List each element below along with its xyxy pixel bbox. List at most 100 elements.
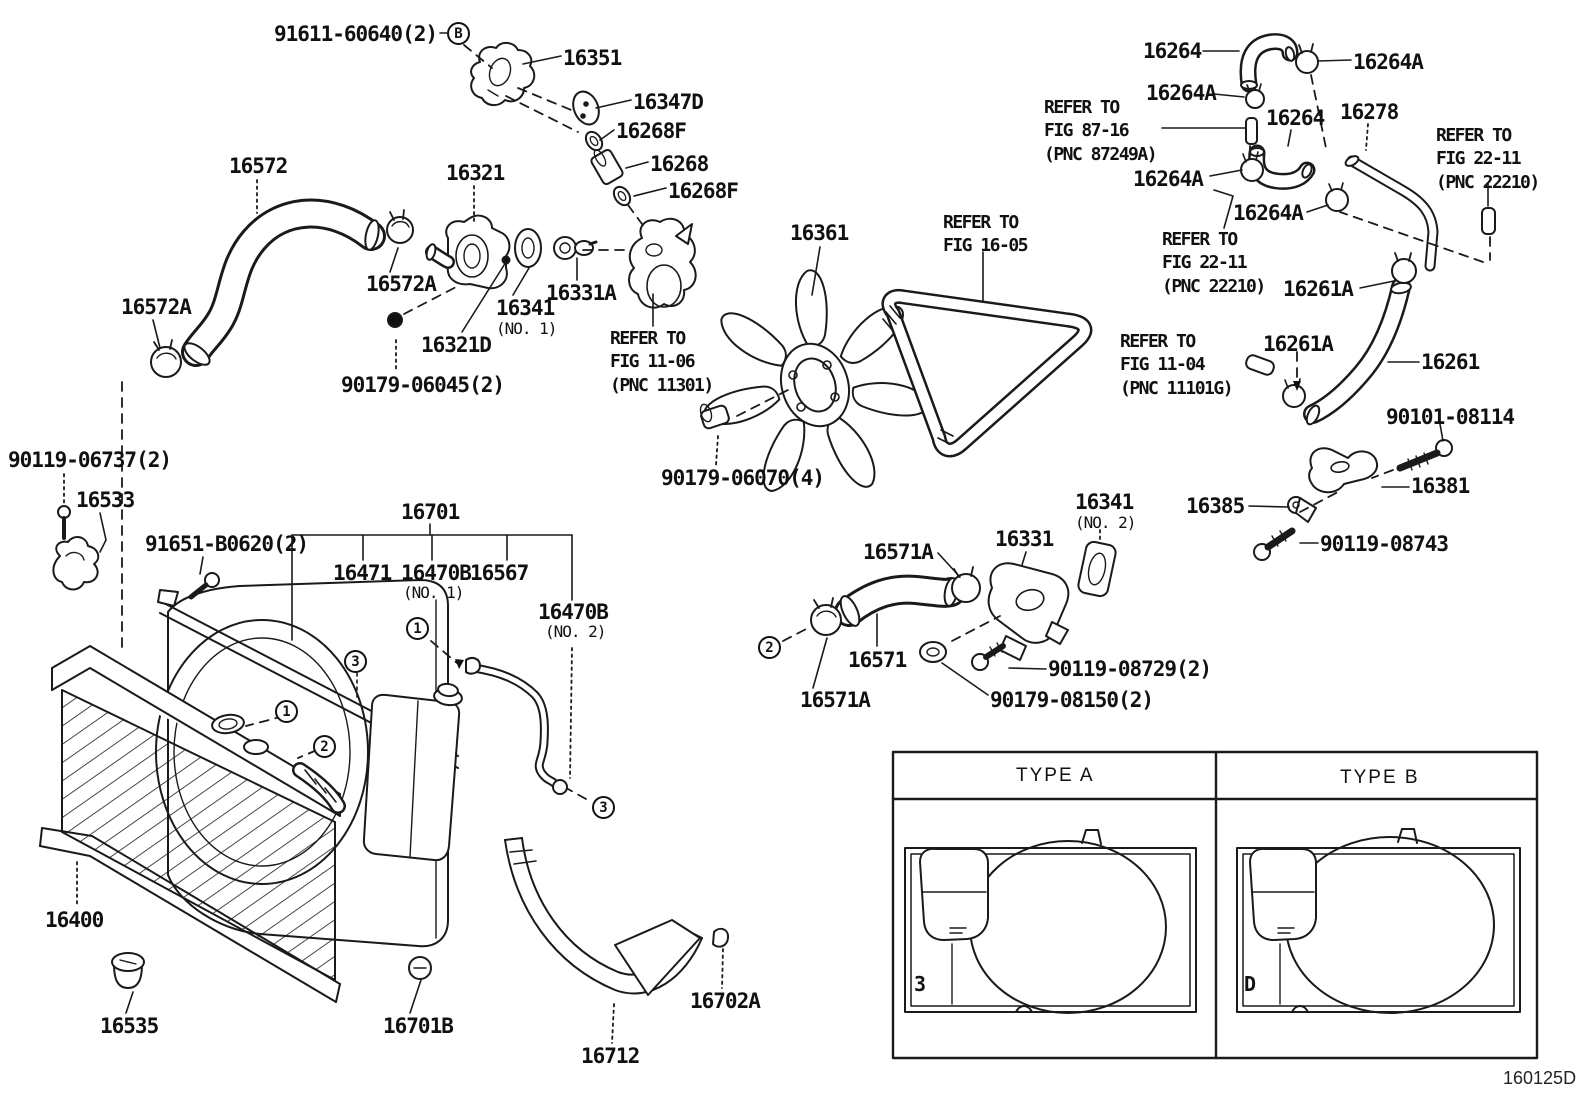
- part-label-16471: 16471: [333, 561, 392, 585]
- part-label-16341-no2: 16341: [1075, 490, 1134, 514]
- water-bypass-16351-drawing: [470, 42, 632, 207]
- part-label-16264a-2: 16264A: [1146, 81, 1217, 105]
- gasket-16341-no2: [1077, 540, 1117, 598]
- callout-circle-2b: 2: [758, 636, 781, 659]
- part-label-16385: 16385: [1186, 494, 1245, 518]
- ref-fig-11-06: REFER TO FIG 11-06 (PNC 11301): [610, 328, 714, 396]
- water-inlet-16331-drawing: [810, 540, 1117, 671]
- part-label-16351: 16351: [563, 46, 622, 70]
- part-label-90179-06070: 90179-06070(4): [661, 466, 825, 490]
- clip-16702a: [712, 927, 730, 948]
- joint-16268: [590, 148, 624, 186]
- callout-circle-3a: 3: [344, 650, 367, 673]
- part-label-16571: 16571: [848, 648, 907, 672]
- ref-fig-22-11-right: REFER TO FIG 22-11 (PNC 22210): [1436, 125, 1540, 193]
- arrowhead-16261a: [1293, 381, 1301, 391]
- bracket-16381-drawing: [1253, 439, 1453, 561]
- table-header-type-b: TYPE B: [1340, 767, 1420, 788]
- gasket-16268f-lower: [612, 185, 632, 207]
- ref-fig-22-11-left: REFER TO FIG 22-11 (PNC 22210): [1162, 229, 1266, 297]
- part-label-16264-upper: 16264: [1143, 39, 1202, 63]
- ref-fig-16-05: REFER TO FIG 16-05: [943, 212, 1029, 257]
- part-label-16361: 16361: [790, 221, 849, 245]
- part-label-91611-60640: 91611-60640(2): [274, 22, 438, 46]
- part-label-90119-06737: 90119-06737(2): [8, 448, 172, 472]
- drive-belt-drawing: [881, 288, 1093, 458]
- callout-2a-text: 2: [320, 738, 329, 755]
- part-label-90179-08150: 90179-08150(2): [990, 688, 1154, 712]
- table-marker-a: 3: [914, 972, 927, 996]
- note-no1: (NO. 1): [496, 319, 557, 338]
- part-label-16567: 16567: [470, 561, 529, 585]
- lower-shroud-drawing: [504, 837, 730, 996]
- part-label-16268: 16268: [650, 152, 709, 176]
- part-label-16264-lower: 16264: [1266, 106, 1325, 130]
- part-label-16572a-upper: 16572A: [366, 272, 437, 296]
- radiator-drawing: [39, 645, 346, 1003]
- thermostat-16331a: [553, 236, 577, 260]
- part-label-16321d: 16321D: [421, 333, 492, 357]
- bolt-90179-06045: [387, 312, 403, 328]
- water-outlet-16321-drawing: [387, 214, 598, 328]
- upper-hose-16572-drawing: [150, 198, 414, 378]
- fan-16361-drawing: [703, 269, 929, 492]
- note-no2-tank: (NO. 2): [545, 622, 606, 641]
- part-label-16571a-upper: 16571A: [863, 540, 934, 564]
- ref-fig-87-16: REFER TO FIG 87-16 (PNC 87249A): [1044, 97, 1158, 165]
- gasket-16268f-upper: [584, 130, 604, 152]
- part-label-16470b-no2: 16470B: [538, 600, 609, 624]
- callout-circle-3b: 3: [592, 796, 615, 819]
- note-no1-tank: (NO. 1): [403, 583, 464, 602]
- hose-16261-drawing: [1245, 252, 1417, 426]
- callout-circle-1b: 1: [275, 700, 298, 723]
- part-label-16264a-3: 16264A: [1133, 167, 1204, 191]
- callout-circle-2a: 2: [313, 735, 336, 758]
- part-label-16278: 16278: [1340, 100, 1399, 124]
- bypass-hoses-drawing: [1239, 33, 1496, 272]
- dotted-leaders: [63, 123, 1369, 1044]
- part-label-16701: 16701: [401, 500, 460, 524]
- callout-1a-text: 1: [413, 620, 422, 637]
- bracket-16533-drawing: [52, 505, 220, 607]
- note-no2: (NO. 2): [1075, 513, 1136, 532]
- part-label-16381: 16381: [1411, 474, 1470, 498]
- part-label-16321: 16321: [446, 161, 505, 185]
- part-label-90179-06045: 90179-06045(2): [341, 373, 505, 397]
- leader-lines: [99, 32, 1489, 1014]
- part-label-90119-08743: 90119-08743: [1320, 532, 1449, 556]
- part-label-90119-08729: 90119-08729(2): [1048, 657, 1212, 681]
- callout-2b-text: 2: [765, 639, 774, 656]
- part-label-16261a-lower: 16261A: [1263, 332, 1334, 356]
- part-label-16261a-upper: 16261A: [1283, 277, 1354, 301]
- part-label-16470b-no1: 16470B: [401, 561, 472, 585]
- arrowhead-callout1: [455, 659, 464, 669]
- part-label-16261: 16261: [1421, 350, 1480, 374]
- part-label-16341-no1: 16341: [496, 296, 555, 320]
- ref-fig-11-04: REFER TO FIG 11-04 (PNC 11101G): [1120, 331, 1234, 399]
- part-label-16572: 16572: [229, 154, 288, 178]
- part-label-16701b: 16701B: [383, 1014, 454, 1038]
- water-pump-drawing: [628, 217, 697, 309]
- part-label-16268f-lower: 16268F: [668, 179, 739, 203]
- bolt-90179-06070: [700, 404, 730, 430]
- gasket-16341-no1: [514, 228, 542, 268]
- callout-b-text: B: [454, 25, 463, 42]
- table-marker-b: D: [1244, 972, 1257, 996]
- part-label-16572a-lower: 16572A: [121, 295, 192, 319]
- part-label-16331a: 16331A: [546, 281, 617, 305]
- figure-code: 160125D: [1503, 1068, 1577, 1088]
- part-label-16347d: 16347D: [633, 90, 704, 114]
- part-label-16702a: 16702A: [690, 989, 761, 1013]
- type-table: [891, 750, 1539, 1060]
- part-label-16400: 16400: [45, 908, 104, 932]
- part-label-16264a-4: 16264A: [1233, 201, 1304, 225]
- part-label-16331: 16331: [995, 527, 1054, 551]
- callout-circle-b: B: [447, 22, 470, 45]
- part-label-16535: 16535: [100, 1014, 159, 1038]
- callout-circle-1a: 1: [406, 617, 429, 640]
- callout-3a-text: 3: [351, 653, 360, 670]
- reserve-tank-drawing: [362, 657, 568, 862]
- part-label-90101-08114: 90101-08114: [1386, 405, 1515, 429]
- part-label-16712: 16712: [581, 1044, 640, 1068]
